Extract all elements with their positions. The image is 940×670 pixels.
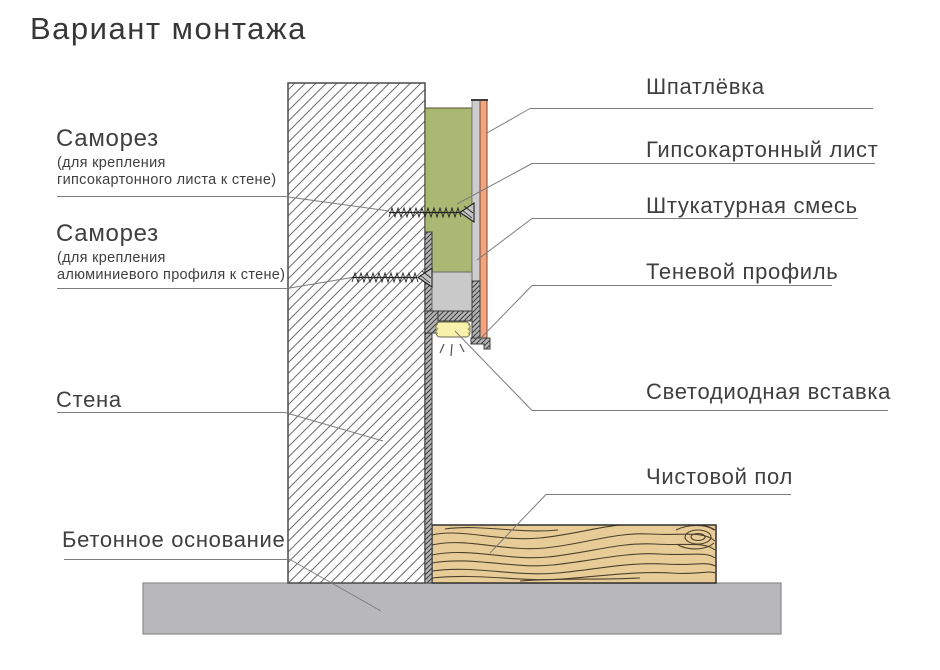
leader-tenevoy bbox=[479, 285, 533, 340]
label-samorez-drywall: Саморез bbox=[56, 125, 159, 152]
led-insert bbox=[434, 321, 472, 357]
leader-samorez-gkl bbox=[284, 196, 390, 212]
putty-layer bbox=[479, 99, 488, 341]
leader-lines bbox=[57, 108, 888, 612]
leader-shtukaturnaya bbox=[476, 218, 533, 261]
label-plaster-mix: Штукатурная смесь bbox=[646, 193, 858, 218]
profile-foot bbox=[470, 337, 491, 350]
concrete-base bbox=[142, 582, 782, 635]
leader-chistovoy bbox=[489, 494, 547, 554]
label-samorez-drywall-note-2: гипсокартонного листа к стене) bbox=[57, 172, 277, 188]
wall bbox=[287, 82, 426, 584]
leader-stena bbox=[284, 412, 384, 442]
profile-back-block bbox=[431, 271, 473, 312]
profile-outer-flange bbox=[471, 280, 481, 339]
leader-samorez-profil bbox=[286, 277, 353, 289]
label-putty: Шпатлёвка bbox=[646, 74, 765, 99]
label-drywall-sheet: Гипсокартонный лист bbox=[646, 137, 879, 162]
shadow-profile bbox=[424, 231, 491, 584]
label-finished-floor: Чистовой пол bbox=[646, 464, 793, 489]
profile-led-shelf bbox=[431, 310, 478, 322]
leader-shpatlyovka bbox=[486, 108, 531, 134]
screw-drywall bbox=[388, 201, 475, 224]
wood-floor bbox=[431, 524, 717, 584]
label-samorez-drywall-note-1: (для крепления bbox=[57, 155, 166, 171]
diagram-title: Вариант монтажа bbox=[30, 11, 307, 46]
label-shadow-profile: Теневой профиль bbox=[646, 259, 839, 284]
plaster-layer bbox=[471, 99, 481, 282]
screw-profile bbox=[351, 266, 433, 289]
label-samorez-profile: Саморез bbox=[56, 220, 159, 247]
label-samorez-profile-note-1: (для крепления bbox=[57, 250, 166, 266]
leader-svetodiodnaya bbox=[454, 330, 533, 411]
label-concrete-base: Бетонное основание bbox=[62, 527, 286, 552]
wood-grain bbox=[432, 525, 716, 582]
label-wall: Стена bbox=[56, 387, 122, 412]
light-rays bbox=[439, 343, 465, 357]
leader-gipsokarton bbox=[456, 163, 533, 205]
leader-betonnoe bbox=[289, 559, 382, 612]
label-samorez-profile-note-2: алюминиевого профиля к стене) bbox=[57, 267, 286, 283]
profile-wall-flange bbox=[424, 231, 433, 584]
label-led-insert: Светодиодная вставка bbox=[646, 379, 892, 404]
